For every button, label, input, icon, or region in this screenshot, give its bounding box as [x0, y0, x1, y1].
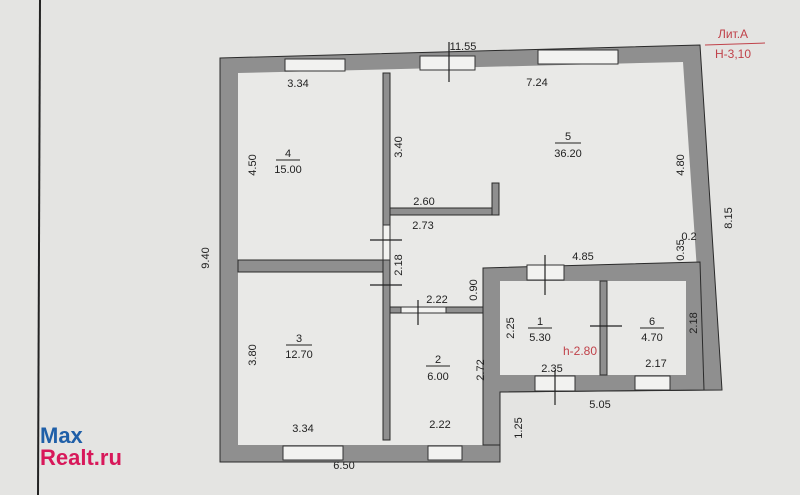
room-2: 2 6.00 [426, 354, 450, 383]
room-1: 1 5.30 [528, 316, 552, 344]
partition-1-6 [599, 280, 608, 376]
dimension-label: 0.90 [468, 279, 480, 300]
room-area: 15.00 [274, 164, 302, 176]
window [419, 55, 476, 71]
stub-wall-end [491, 182, 500, 216]
dimension-label: 1.25 [513, 417, 525, 438]
room-number: 1 [537, 316, 543, 328]
room-area: 4.70 [641, 332, 662, 344]
dimension-label: 2.18 [393, 254, 405, 275]
dimension-label: 2.73 [412, 220, 433, 232]
dimension-label: 2.17 [645, 358, 666, 370]
window [282, 445, 344, 461]
dimension-label: 7.24 [526, 77, 547, 89]
door [400, 306, 447, 314]
dimension-label: 8.15 [723, 207, 735, 228]
window [284, 58, 346, 72]
dimension-label: 2.22 [429, 419, 450, 431]
dimension-label: 3.34 [292, 423, 313, 435]
room-area: 6.00 [427, 371, 448, 383]
dimension-label: 2.72 [475, 359, 487, 380]
room-4: 4 15.00 [274, 148, 302, 176]
dimension-label: 9.40 [200, 247, 212, 268]
dimension-label: 4.80 [675, 154, 687, 175]
window [427, 445, 463, 461]
room1-height: h-2.80 [563, 344, 597, 358]
partition-wall-4-3 [237, 259, 384, 273]
dimension-label: 3.40 [393, 136, 405, 157]
window [634, 375, 671, 391]
logo-realt: Realt.ru [40, 445, 122, 470]
stub-wall [389, 207, 499, 216]
dimension-label: 0.35 [675, 239, 687, 260]
dimension-label: 2.22 [426, 294, 447, 306]
dimension-label: 6.50 [333, 460, 354, 472]
dimension-label: 11.55 [450, 41, 477, 53]
dimension-label: 4.85 [572, 251, 593, 263]
room-number: 5 [565, 131, 571, 143]
window [537, 49, 619, 65]
room-area: 12.70 [285, 349, 313, 361]
room-number: 6 [649, 316, 655, 328]
dimension-label: 2.60 [413, 196, 434, 208]
room-number: 2 [435, 354, 441, 366]
dimension-label: 0.2 [681, 231, 696, 243]
dimension-label: 2.25 [505, 317, 517, 338]
page-edge-line [37, 0, 41, 495]
room-area: 36.20 [554, 148, 582, 160]
door [382, 224, 391, 261]
height-label: Н-3,10 [715, 47, 751, 61]
room-3: 3 12.70 [285, 333, 313, 361]
dimension-label: 2.35 [541, 363, 562, 375]
room-number: 3 [296, 333, 302, 345]
liter-label: Лит.А [718, 27, 748, 41]
dimension-label: 3.34 [287, 78, 308, 90]
dimension-label: 3.80 [247, 344, 259, 365]
room-5: 5 36.20 [554, 131, 582, 160]
room-6: 6 4.70 [640, 316, 664, 344]
dimension-label: 5.05 [589, 399, 610, 411]
annotation-underline [704, 42, 766, 46]
dimension-label: 2.18 [688, 312, 700, 333]
dimension-label: 4.50 [247, 154, 259, 175]
room-area: 5.30 [529, 332, 550, 344]
logo-max: Max [40, 423, 83, 448]
room-number: 4 [285, 148, 291, 160]
